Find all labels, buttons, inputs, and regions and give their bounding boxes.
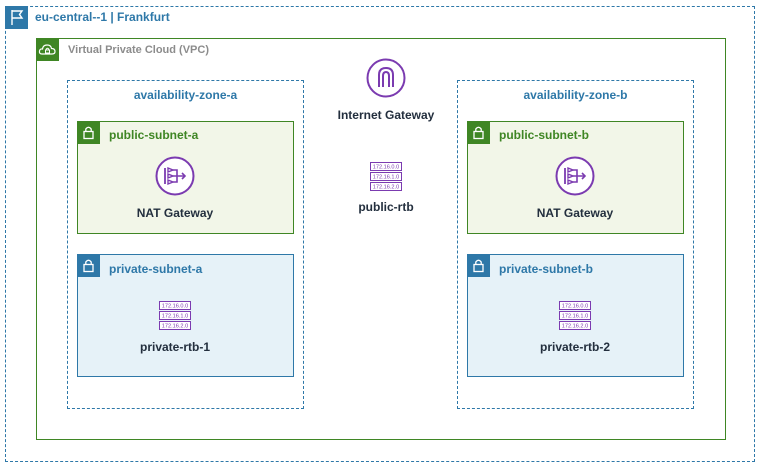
public-rtb-route-table-icon: 172.16.0.0 172.16.1.0 172.16.2.0 — [370, 162, 402, 192]
vpc-cloud-lock-icon — [36, 38, 59, 61]
route-table-line: 172.16.0.0 — [562, 304, 588, 310]
internet-gateway-icon — [366, 58, 406, 98]
route-table-line: 172.16.2.0 — [162, 324, 188, 330]
vpc-label: Virtual Private Cloud (VPC) — [68, 44, 209, 56]
internet-gateway-label: Internet Gateway — [337, 108, 435, 122]
route-table-line: 172.16.1.0 — [373, 175, 399, 181]
route-table-line: 172.16.0.0 — [162, 304, 188, 310]
lock-icon — [467, 254, 490, 277]
lock-icon — [77, 254, 100, 277]
lock-icon — [77, 121, 100, 144]
nat-gateway-icon — [155, 156, 195, 196]
route-table-line: 172.16.0.0 — [373, 165, 399, 171]
availability-zone-a — [67, 80, 304, 409]
nat-gateway-b-label: NAT Gateway — [536, 206, 614, 220]
public-rtb-label: public-rtb — [358, 200, 414, 214]
nat-gateway-icon — [555, 156, 595, 196]
vpc-group — [36, 38, 726, 440]
availability-zone-b-label: availability-zone-b — [523, 88, 628, 102]
nat-gateway-a-label: NAT Gateway — [136, 206, 214, 220]
private-rtb-1-route-table-icon: 172.16.0.0 172.16.1.0 172.16.2.0 — [159, 301, 191, 331]
route-table-line: 172.16.1.0 — [562, 314, 588, 320]
region-label: eu-central--1 | Frankfurt — [35, 10, 170, 24]
lock-icon — [467, 121, 490, 144]
availability-zone-a-label: availability-zone-a — [133, 88, 238, 102]
route-table-line: 172.16.2.0 — [373, 185, 399, 191]
private-subnet-b-label: private-subnet-b — [499, 262, 594, 276]
private-rtb-2-label: private-rtb-2 — [539, 340, 610, 354]
private-subnet-a-label: private-subnet-a — [109, 262, 203, 276]
availability-zone-b — [457, 80, 694, 409]
route-table-line: 172.16.2.0 — [562, 324, 588, 330]
public-subnet-b-label: public-subnet-b — [499, 128, 589, 142]
region-group — [5, 6, 755, 462]
region-flag-icon — [5, 6, 28, 29]
private-rtb-2-route-table-icon: 172.16.0.0 172.16.1.0 172.16.2.0 — [559, 301, 591, 331]
private-rtb-1-label: private-rtb-1 — [139, 340, 210, 354]
public-subnet-a-label: public-subnet-a — [109, 128, 199, 142]
route-table-line: 172.16.1.0 — [162, 314, 188, 320]
